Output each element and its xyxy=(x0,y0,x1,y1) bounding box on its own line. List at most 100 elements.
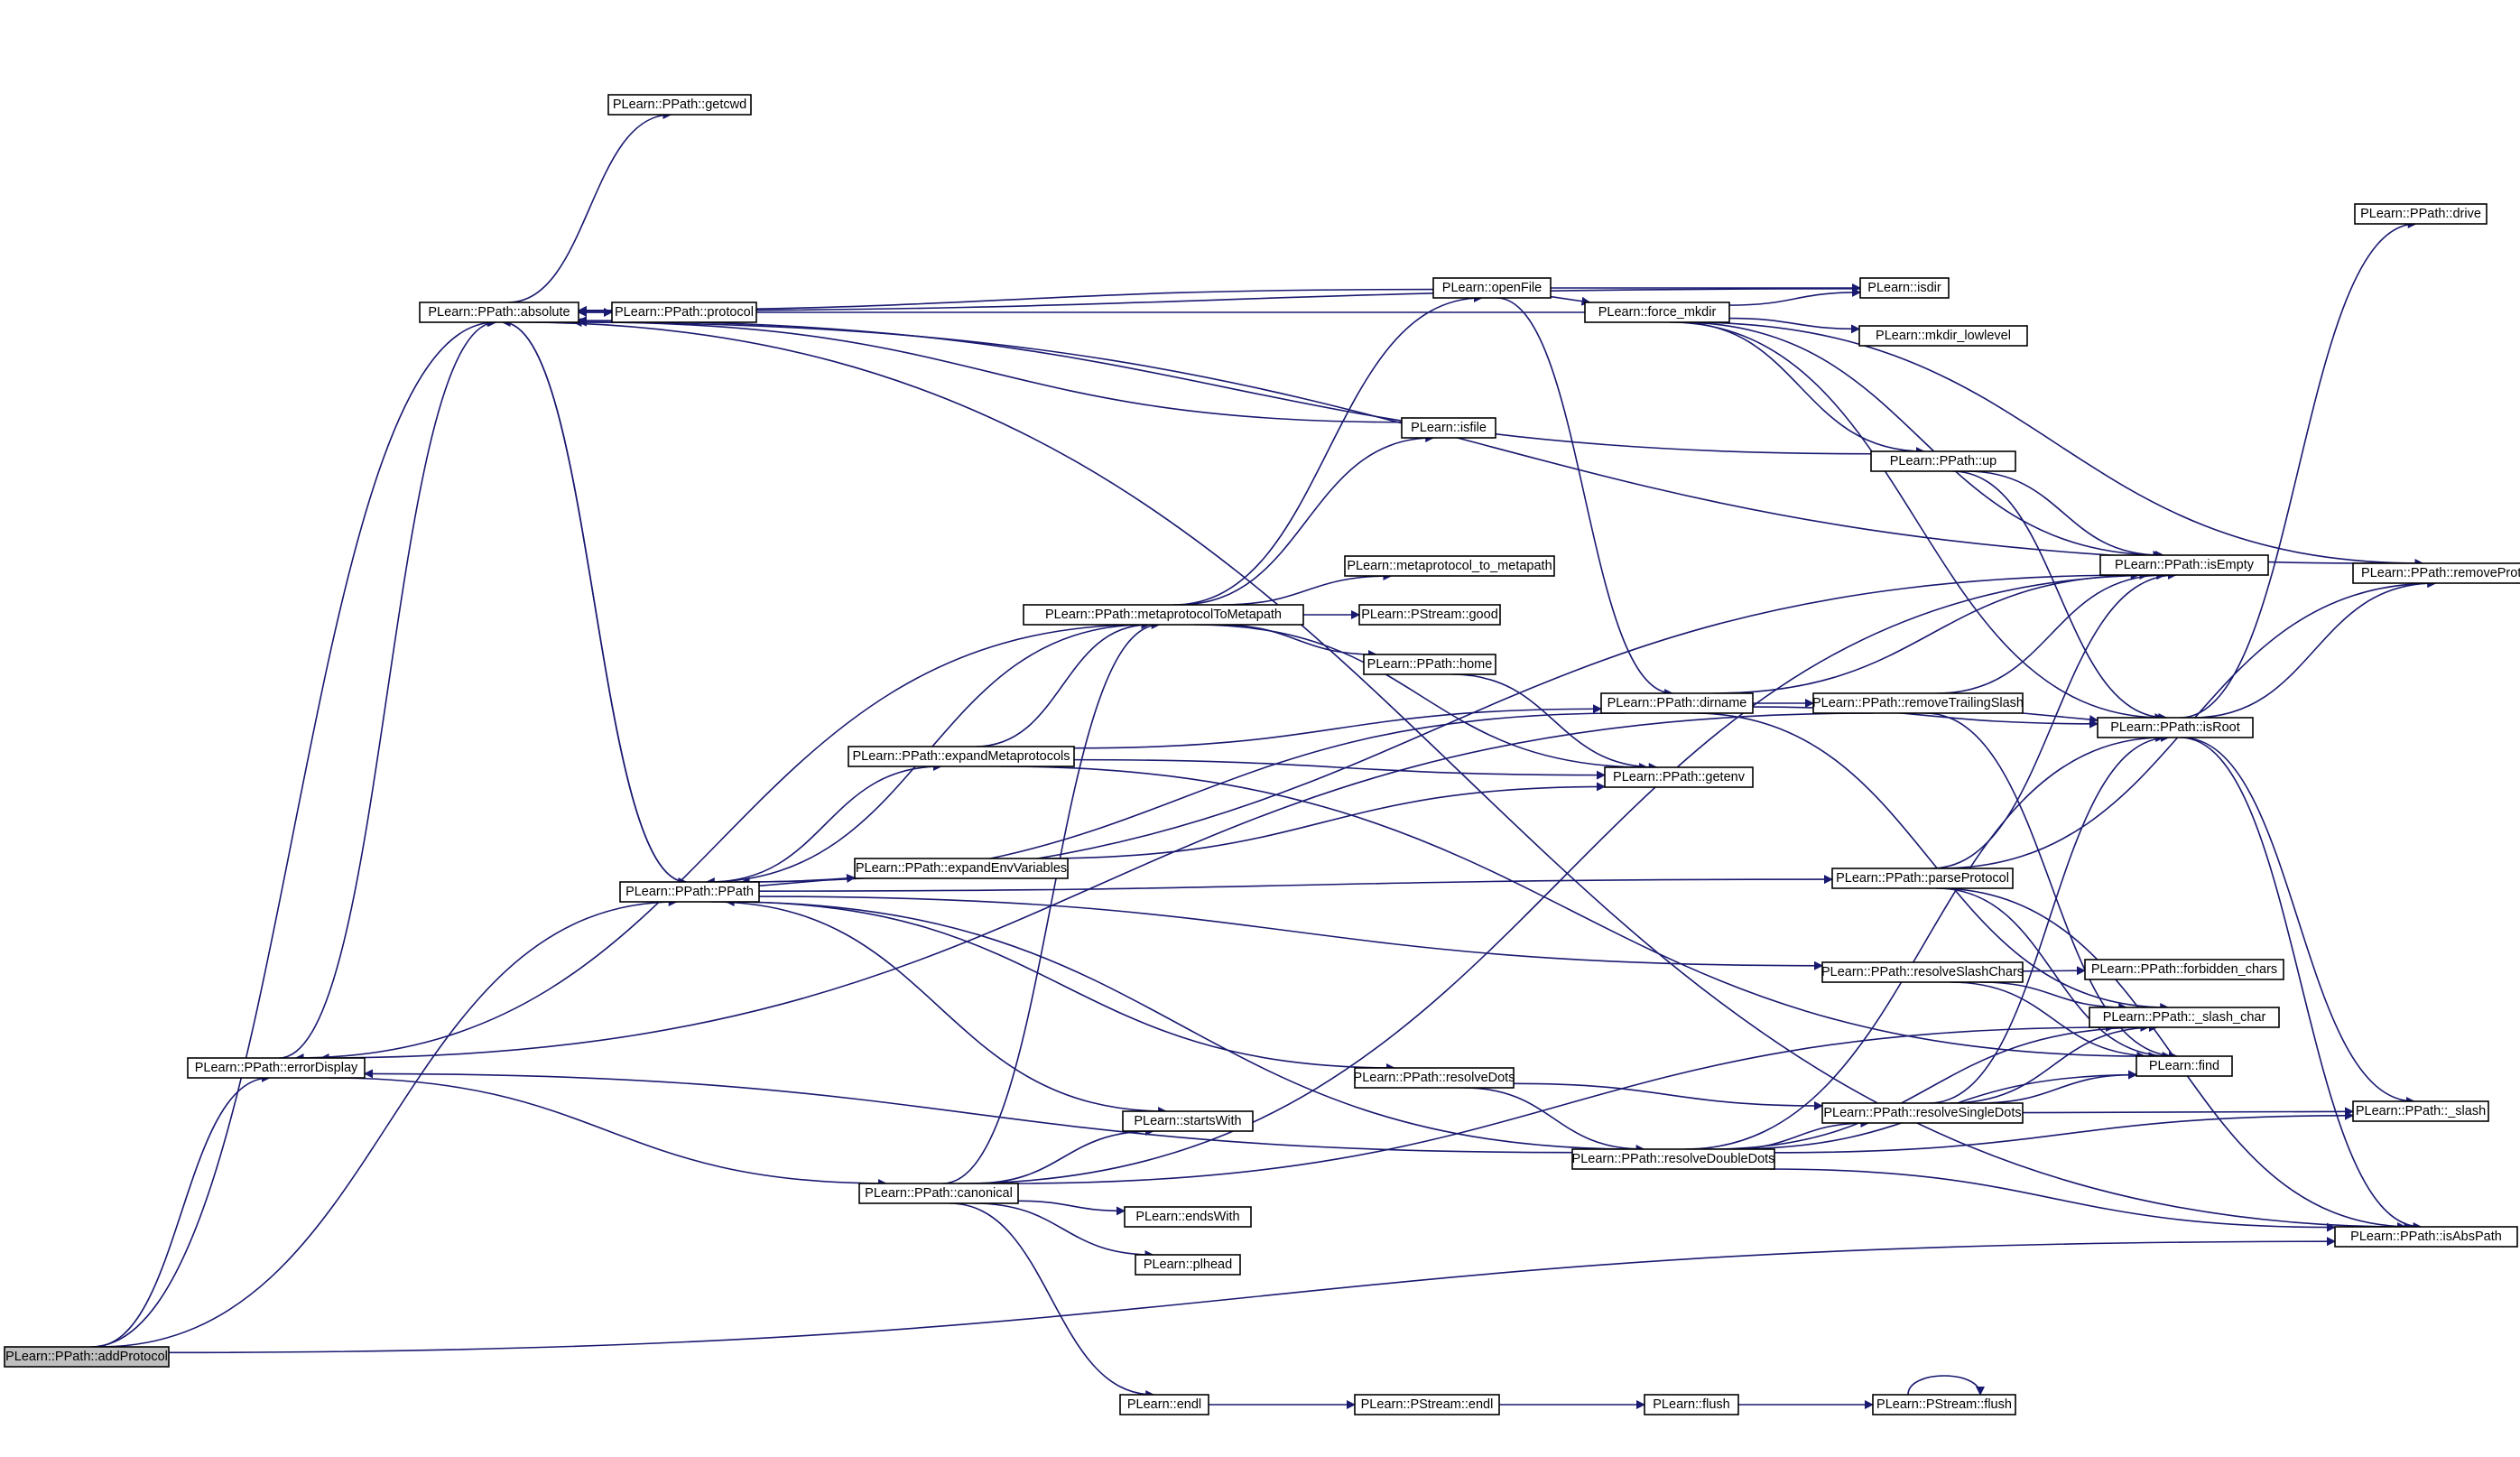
node-box xyxy=(1858,325,2028,347)
edge-PPath-to-startsWith xyxy=(710,901,1168,1116)
edge-metaprotocolToMetapath-to-openFile xyxy=(1173,293,1483,606)
node-drive[interactable]: PLearn::PPath::drive xyxy=(2354,203,2488,225)
node-layer: PLearn::PPath::addProtocol PLearn::PPath:… xyxy=(4,94,2520,1415)
node-label: PLearn::PPath::isAbsPath xyxy=(2350,1230,2502,1244)
node-isAbsPath[interactable]: PLearn::PPath::isAbsPath xyxy=(2334,1226,2518,1248)
node-endsWith[interactable]: PLearn::endsWith xyxy=(1124,1206,1252,1228)
node-label: PLearn::PPath::getenv xyxy=(1613,770,1746,784)
node-pstream_flush[interactable]: PLearn::PStream::flush xyxy=(1872,1394,2016,1415)
node-up[interactable]: PLearn::PPath::up xyxy=(1870,450,2016,472)
node-label: PLearn::PPath::PPath xyxy=(625,885,754,899)
node-getenv[interactable]: PLearn::PPath::getenv xyxy=(1604,766,1754,788)
node-slash[interactable]: PLearn::PPath::_slash xyxy=(2352,1100,2489,1122)
node-force_mkdir[interactable]: PLearn::force_mkdir xyxy=(1584,302,1730,323)
node-label: PLearn::find xyxy=(2149,1059,2219,1073)
node-isfile[interactable]: PLearn::isfile xyxy=(1401,417,1496,439)
node-metaprotocolToMetapath[interactable]: PLearn::PPath::metaprotocolToMetapath xyxy=(1023,604,1304,626)
node-forbidden_chars[interactable]: PLearn::PPath::forbidden_chars xyxy=(2084,959,2284,980)
node-label: PLearn::endsWith xyxy=(1135,1210,1239,1224)
node-dirname[interactable]: PLearn::PPath::dirname xyxy=(1600,692,1754,714)
node-box xyxy=(2099,554,2269,576)
node-PPath[interactable]: PLearn::PPath::PPath xyxy=(619,881,760,903)
edge-home-to-getenv xyxy=(1451,673,1658,772)
edge-metaprotocolToMetapath-to-errorDisplay xyxy=(294,624,1144,1063)
node-removeProtocol[interactable]: PLearn::PPath::removeProtocol xyxy=(2352,562,2520,584)
node-label: PLearn::PPath::resolveDoubleDots xyxy=(1572,1152,1775,1166)
node-metaprotocol_to_metapath[interactable]: PLearn::metaprotocol_to_metapath xyxy=(1344,555,1555,577)
edge-absolute-to-getcwd xyxy=(507,110,672,303)
node-resolveSingleDots[interactable]: PLearn::PPath::resolveSingleDots xyxy=(1821,1102,2024,1124)
edge-resolveDoubleDots-to-slash xyxy=(1774,1110,2354,1154)
node-box xyxy=(2136,1055,2233,1077)
node-resolveSlashChars[interactable]: PLearn::PPath::resolveSlashChars xyxy=(1821,961,2024,983)
node-box xyxy=(2352,1100,2489,1122)
node-good[interactable]: PLearn::PStream::good xyxy=(1358,604,1501,626)
node-isEmpty[interactable]: PLearn::PPath::isEmpty xyxy=(2099,554,2269,576)
node-isdir[interactable]: PLearn::isdir xyxy=(1859,277,1950,299)
node-box xyxy=(1023,604,1304,626)
edge-isfile-to-absolute xyxy=(578,317,1403,423)
node-label: PLearn::PStream::flush xyxy=(1876,1397,2012,1412)
edge-resolveSlashChars-to-find xyxy=(1950,981,2158,1061)
node-plhead[interactable]: PLearn::plhead xyxy=(1135,1254,1241,1276)
node-find[interactable]: PLearn::find xyxy=(2136,1055,2233,1077)
node-addProtocol[interactable]: PLearn::PPath::addProtocol xyxy=(4,1346,170,1368)
edge-canonical-to-startsWith xyxy=(972,1127,1155,1184)
edge-metaprotocolToMetapath-to-isfile xyxy=(1178,433,1435,606)
edge-metaprotocolToMetapath-to-home xyxy=(1216,624,1377,659)
node-expandMetaprotocols[interactable]: PLearn::PPath::expandMetaprotocols xyxy=(848,746,1075,767)
node-label: PLearn::PPath::isRoot xyxy=(2110,720,2239,735)
edge-up-to-isEmpty xyxy=(1966,470,2163,560)
node-box xyxy=(1644,1394,1739,1415)
node-parseProtocol[interactable]: PLearn::PPath::parseProtocol xyxy=(1831,868,2014,889)
edge-force_mkdir-to-mkdir_lowlevel xyxy=(1728,317,1860,334)
node-box xyxy=(1135,1254,1241,1276)
edge-metaprotocolToMetapath-to-getenv xyxy=(1194,624,1649,772)
node-endl[interactable]: PLearn::endl xyxy=(1119,1394,1209,1415)
edge-openFile-to-force_mkdir xyxy=(1550,295,1591,306)
edge-up-to-isRoot xyxy=(1951,470,2168,722)
node-box xyxy=(1358,604,1501,626)
node-box xyxy=(1859,277,1950,299)
edge-expandMetaprotocols-to-metaprotocolToMetapath xyxy=(975,620,1151,747)
node-box xyxy=(854,858,1069,879)
node-label: PLearn::startsWith xyxy=(1134,1114,1241,1128)
node-absolute[interactable]: PLearn::PPath::absolute xyxy=(419,302,579,323)
node-label: PLearn::PPath::protocol xyxy=(615,305,754,320)
edge-force_mkdir-to-isEmpty xyxy=(1677,321,2165,560)
node-box xyxy=(607,94,752,116)
node-box xyxy=(2334,1226,2518,1248)
node-box xyxy=(2097,717,2254,738)
node-label: PLearn::PPath::removeTrailingSlash xyxy=(1812,696,2024,710)
node-label: PLearn::plhead xyxy=(1144,1257,1232,1272)
node-protocol[interactable]: PLearn::PPath::protocol xyxy=(611,302,757,323)
node-label: PLearn::PPath::canonical xyxy=(865,1186,1013,1201)
node-openFile[interactable]: PLearn::openFile xyxy=(1432,277,1552,299)
edge-canonical-to-isEmpty xyxy=(958,571,2166,1184)
node-label: PLearn::PPath::parseProtocol xyxy=(1836,871,2009,886)
edge-removeTrailingSlash-to-isRoot xyxy=(2022,712,2098,724)
node-startsWith[interactable]: PLearn::startsWith xyxy=(1122,1110,1254,1132)
node-box xyxy=(1354,1394,1500,1415)
node-flush[interactable]: PLearn::flush xyxy=(1644,1394,1739,1415)
node-resolveDots[interactable]: PLearn::PPath::resolveDots xyxy=(1354,1067,1515,1089)
node-errorDisplay[interactable]: PLearn::PPath::errorDisplay xyxy=(187,1057,366,1079)
node-box xyxy=(1344,555,1555,577)
node-expandEnvVariables[interactable]: PLearn::PPath::expandEnvVariables xyxy=(854,858,1069,879)
node-box xyxy=(619,881,760,903)
node-removeTrailingSlash[interactable]: PLearn::PPath::removeTrailingSlash xyxy=(1812,692,2024,714)
node-canonical[interactable]: PLearn::PPath::canonical xyxy=(858,1183,1019,1204)
node-home[interactable]: PLearn::PPath::home xyxy=(1363,654,1496,675)
node-isRoot[interactable]: PLearn::PPath::isRoot xyxy=(2097,717,2254,738)
edge-parseProtocol-to-find xyxy=(1936,887,2172,1061)
node-slash_char[interactable]: PLearn::PPath::_slash_char xyxy=(2089,1007,2280,1028)
node-pstream_endl[interactable]: PLearn::PStream::endl xyxy=(1354,1394,1500,1415)
node-label: PLearn::openFile xyxy=(1442,281,1542,295)
edge-canonical-to-slash_char xyxy=(1008,1023,2116,1184)
node-mkdir_lowlevel[interactable]: PLearn::mkdir_lowlevel xyxy=(1858,325,2028,347)
node-getcwd[interactable]: PLearn::PPath::getcwd xyxy=(607,94,752,116)
node-resolveDoubleDots[interactable]: PLearn::PPath::resolveDoubleDots xyxy=(1571,1148,1775,1170)
edge-errorDisplay-to-absolute xyxy=(279,318,497,1059)
edge-expandMetaprotocols-to-getenv xyxy=(1073,758,1606,780)
edge-canonical-to-plhead xyxy=(973,1202,1154,1259)
